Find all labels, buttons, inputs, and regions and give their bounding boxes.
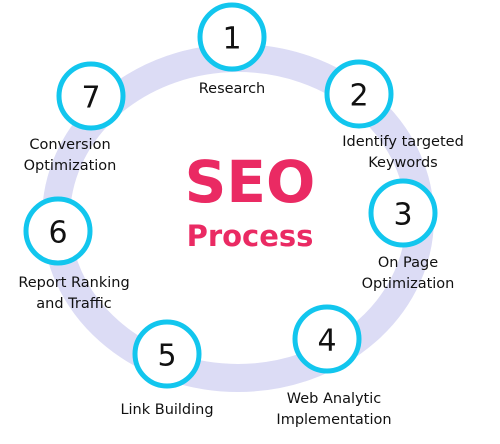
- step-1-label: Research: [182, 79, 282, 100]
- step-7-label: Conversion Optimization: [10, 135, 130, 177]
- step-3-number: 3: [393, 198, 412, 233]
- step-6-label-line-2: and Traffic: [36, 296, 112, 312]
- step-2-node: 2: [324, 59, 394, 129]
- step-7-label-line-1: Conversion: [29, 137, 111, 153]
- step-2-label: Identify targeted Keywords: [318, 132, 488, 174]
- step-4-label: Web Analytic Implementation: [264, 389, 404, 431]
- step-5-label: Link Building: [100, 400, 234, 421]
- step-7-node: 7: [56, 61, 126, 131]
- step-4-label-line-2: Implementation: [276, 412, 392, 428]
- step-2-label-line-2: Keywords: [368, 155, 438, 171]
- step-3-node: 3: [368, 178, 438, 248]
- step-1-circle: [197, 2, 267, 72]
- step-4-node: 4: [292, 304, 362, 374]
- step-3-label: On Page Optimization: [343, 253, 473, 295]
- diagram-subtitle: Process: [186, 219, 314, 253]
- step-2-label-line-1: Identify targeted: [342, 134, 464, 150]
- step-1-label-line-1: Research: [198, 81, 266, 97]
- step-1-node: 1: [197, 2, 267, 72]
- step-6-label: Report Ranking and Traffic: [4, 273, 144, 315]
- step-7-circle: [56, 61, 126, 131]
- step-4-circle: [292, 304, 362, 374]
- diagram-title: SEO: [184, 148, 316, 216]
- step-6-label-line-1: Report Ranking: [18, 275, 130, 291]
- step-5-node: 5: [132, 319, 202, 389]
- step-2-number: 2: [349, 79, 368, 114]
- step-1-number: 1: [222, 22, 241, 57]
- step-3-label-line-2: Optimization: [361, 276, 455, 292]
- step-3-circle: [368, 178, 438, 248]
- step-4-label-line-1: Web Analytic: [286, 391, 382, 407]
- step-5-label-line-1: Link Building: [120, 402, 214, 418]
- step-7-number: 7: [81, 81, 100, 116]
- step-4-number: 4: [317, 324, 336, 359]
- step-6-node: 6: [23, 196, 93, 266]
- step-5-number: 5: [157, 339, 176, 374]
- step-6-number: 6: [48, 216, 67, 251]
- step-3-label-line-1: On Page: [377, 255, 439, 271]
- step-5-circle: [132, 319, 202, 389]
- step-2-circle: [324, 59, 394, 129]
- step-7-label-line-2: Optimization: [23, 158, 117, 174]
- step-6-circle: [23, 196, 93, 266]
